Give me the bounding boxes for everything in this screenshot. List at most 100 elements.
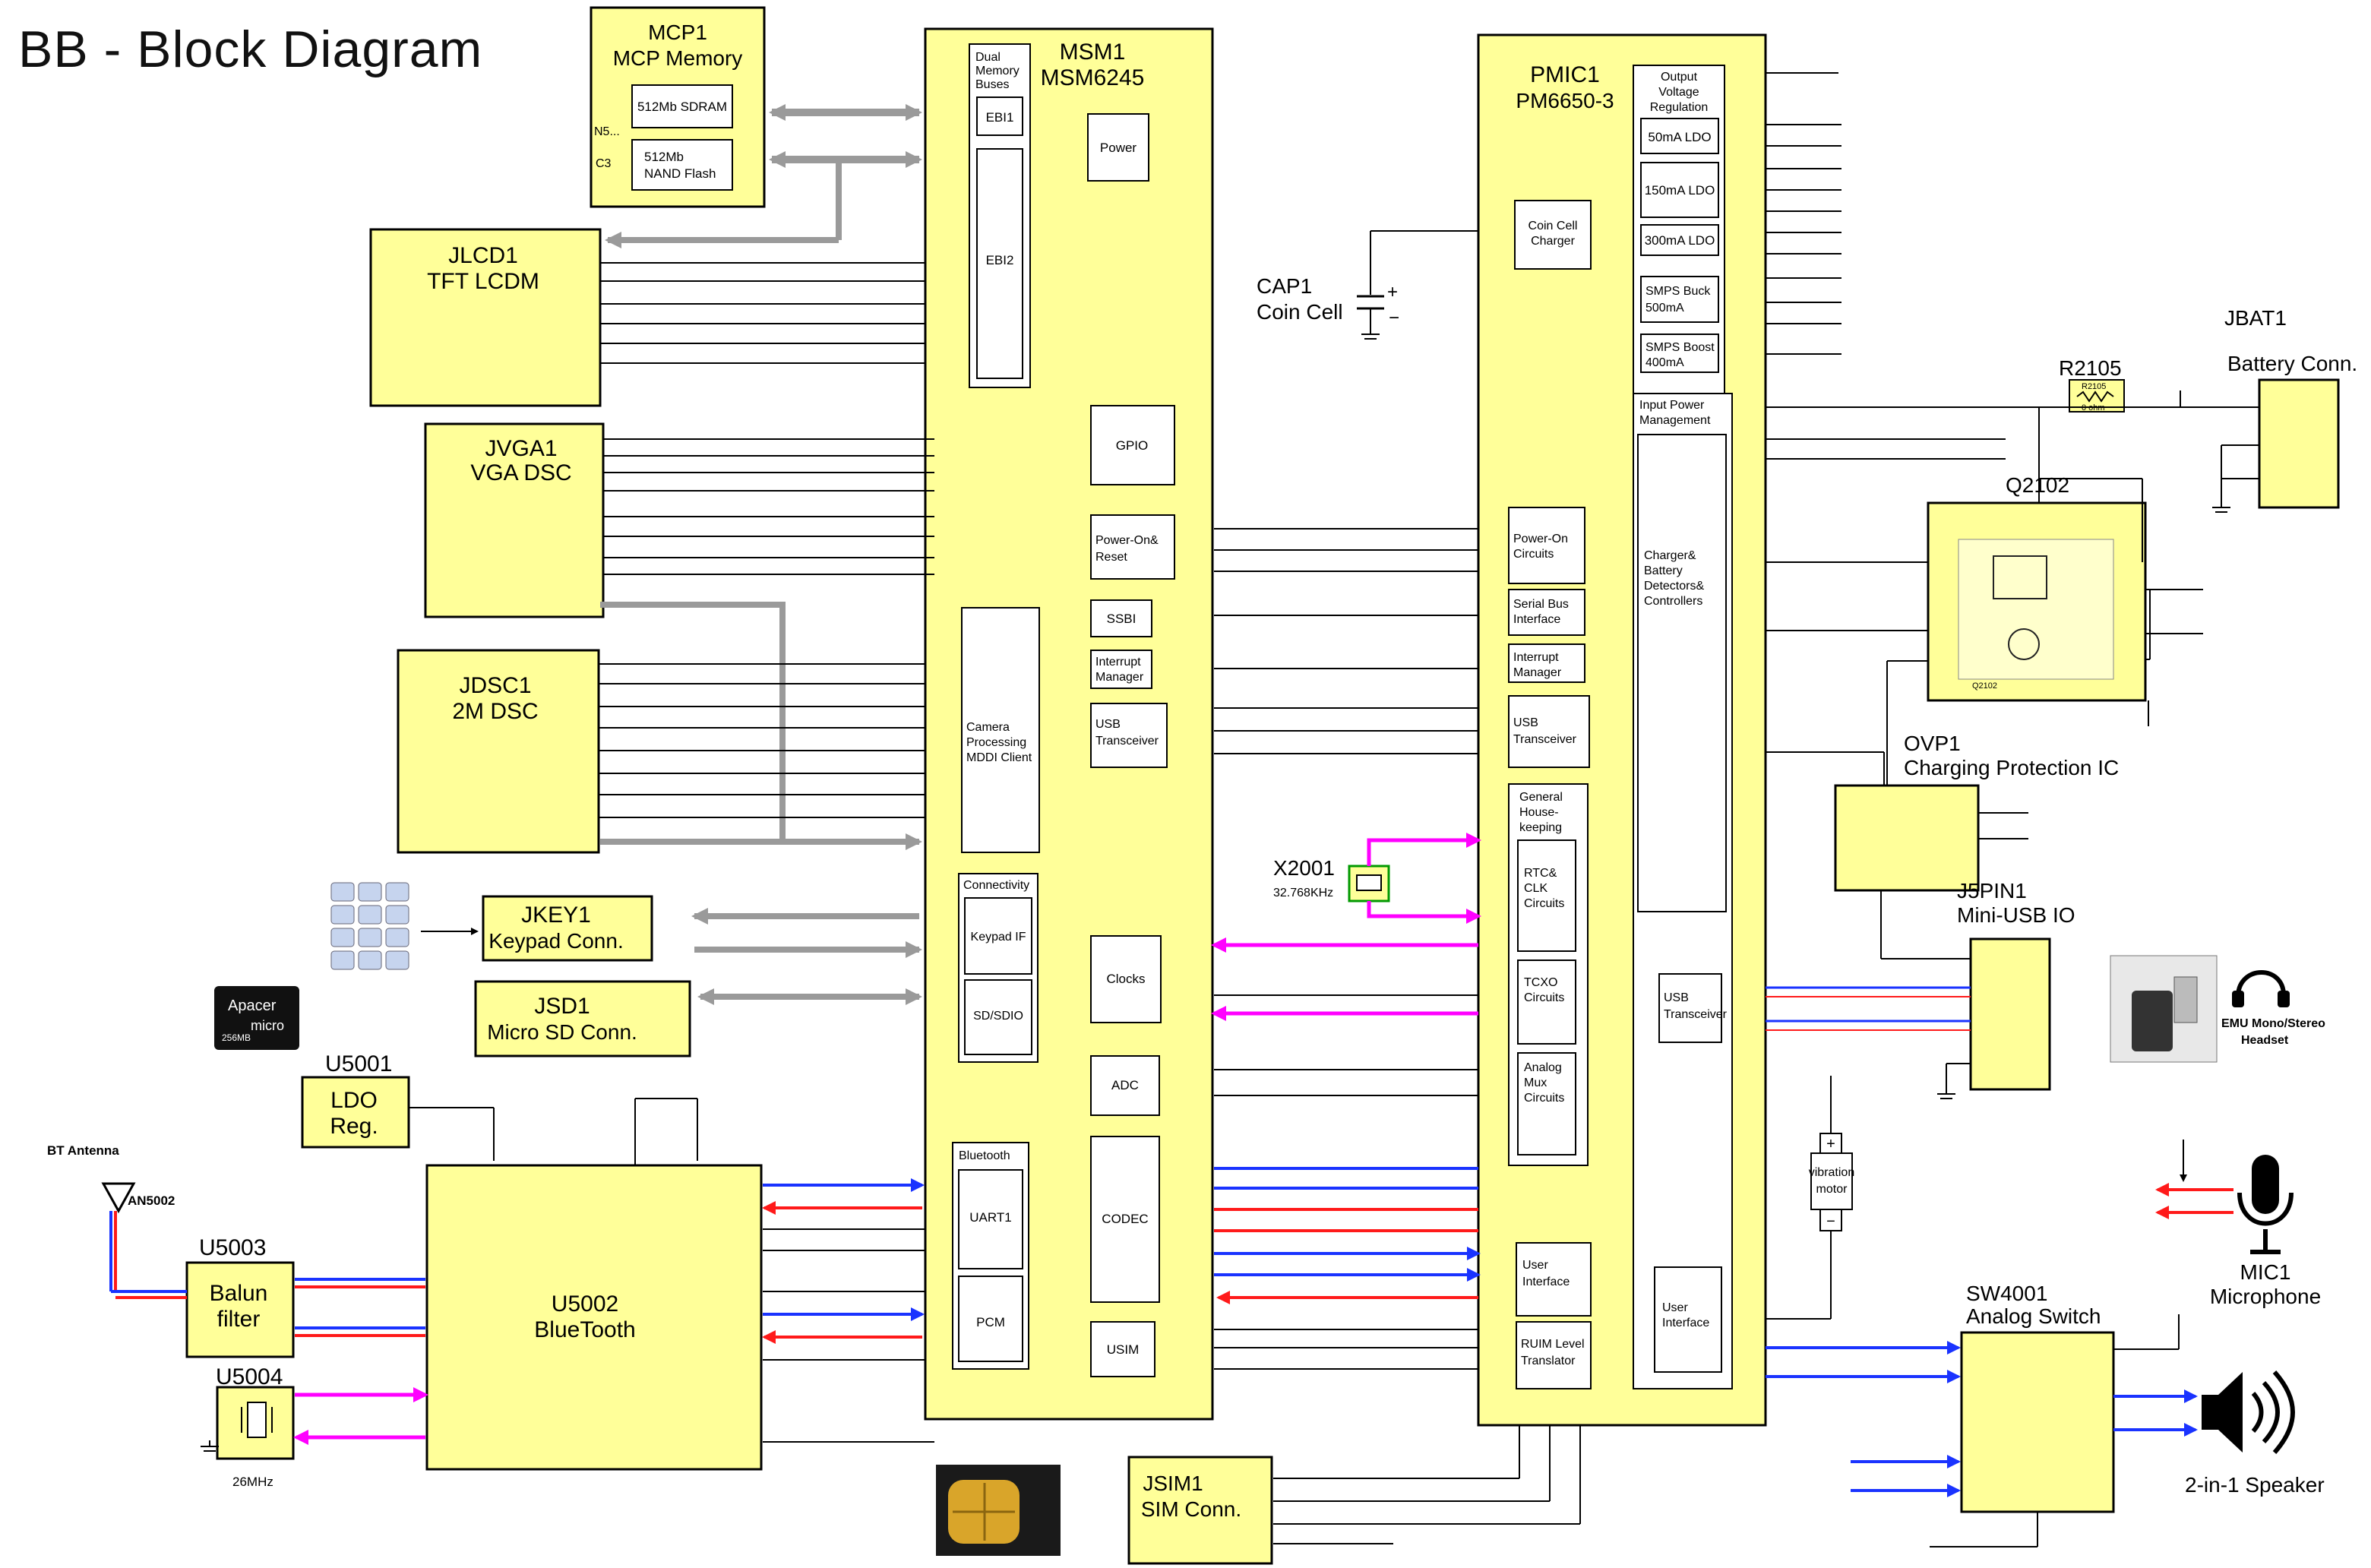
pmic1-ldo150: 150mA LDO — [1645, 183, 1715, 198]
jsd1-subtitle: Micro SD Conn. — [487, 1020, 637, 1044]
msm1-keypad-if: Keypad IF — [971, 931, 1026, 944]
jlcd1-title: JLCD1 — [448, 243, 518, 268]
pmic1-smpsbuck-1: SMPS Buck — [1645, 285, 1711, 298]
msm1-power: Power — [1100, 141, 1137, 155]
msm1-usbt-1: USB — [1095, 718, 1121, 731]
msm1-cam-2: Processing — [966, 736, 1026, 749]
msm1-cam-1: Camera — [966, 721, 1010, 734]
x2001-crystal: X2001 32.768KHz — [1273, 856, 1390, 903]
jkey1-block: JKEY1 Keypad Conn. — [482, 895, 653, 962]
pmic1-subtitle: PM6650-3 — [1516, 89, 1614, 112]
msm1-sdsdio: SD/SDIO — [973, 1010, 1023, 1023]
speaker-label: 2-in-1 Speaker — [2185, 1473, 2325, 1497]
pmic1-chg-2: Battery — [1644, 564, 1683, 577]
pmic1-rtc-2: CLK — [1524, 882, 1547, 895]
pmic1-gh-2: House- — [1519, 806, 1559, 819]
pmic1-coin-1: Coin Cell — [1529, 220, 1578, 232]
ovp1-subtitle: Charging Protection IC — [1904, 756, 2119, 779]
svg-text:+: + — [1387, 282, 1398, 302]
jbat1-subtitle: Battery Conn. — [2227, 352, 2357, 375]
pmic1-ui-1: User — [1522, 1259, 1548, 1272]
pmic1-ovr-3: Regulation — [1650, 101, 1709, 114]
svg-text:+: + — [1826, 1136, 1835, 1152]
speaker-icon: 2-in-1 Speaker — [2185, 1370, 2325, 1497]
sw4001-title: SW4001 — [1966, 1282, 2047, 1305]
mcp1-pin-c3: C3 — [596, 157, 612, 170]
msm1-pcm: PCM — [976, 1315, 1005, 1329]
jsim1-block: JSIM1 SIM Conn. — [1127, 1456, 1273, 1565]
msm1-connectivity: Connectivity — [963, 879, 1029, 892]
ground-symbols — [201, 501, 2230, 1452]
mcp1-block: MCP1 MCP Memory 512Mb SDRAM 512Mb NAND F… — [590, 6, 766, 208]
pmic1-uir-1: User — [1662, 1301, 1688, 1314]
u5003-block: U5003 Balun filter — [185, 1235, 295, 1358]
msm1-usim: USIM — [1107, 1342, 1140, 1357]
pmic1-am-3: Circuits — [1524, 1092, 1564, 1105]
mic1-subtitle: Microphone — [2210, 1285, 2321, 1308]
pmic1-ruim-2: Translator — [1521, 1355, 1576, 1367]
pmic1-usbt-2: Transceiver — [1664, 1008, 1728, 1021]
pmic1-uir-2: Interface — [1662, 1317, 1709, 1329]
q2102-part: Q2102 — [1972, 681, 1997, 691]
jlcd1-block: JLCD1 TFT LCDM — [369, 228, 602, 407]
ovp1-title: OVP1 — [1904, 732, 1961, 755]
jsd1-block: JSD1 Micro SD Conn. — [474, 980, 691, 1057]
sw4001-subtitle: Analog Switch — [1966, 1304, 2101, 1328]
u5003-l2: filter — [217, 1307, 261, 1332]
pmic1-coin-2: Charger — [1531, 235, 1575, 248]
bt-antenna-label: BT Antenna — [47, 1143, 119, 1158]
msm1-gpio: GPIO — [1116, 438, 1149, 453]
msm1-codec: CODEC — [1102, 1212, 1148, 1226]
pmic1-ldo300: 300mA LDO — [1645, 233, 1715, 248]
bt-antenna-ref: AN5002 — [128, 1193, 175, 1208]
pmic1-ovr-2: Voltage — [1658, 86, 1699, 99]
pmic1-ipm-2: Management — [1639, 414, 1711, 427]
microsd-card-icon: Apacer micro 256MB — [214, 986, 299, 1050]
u5001-l1: LDO — [330, 1088, 378, 1113]
jvga1-title: JVGA1 — [485, 436, 557, 461]
vib-label-1: vibration — [1809, 1166, 1854, 1179]
msm1-poweron-1: Power-On& — [1095, 534, 1159, 547]
ovp1-block: OVP1 Charging Protection IC — [1834, 732, 2119, 892]
msm1-intmgr-2: Manager — [1095, 671, 1144, 684]
pmic1-usb-1: USB — [1513, 716, 1538, 729]
pmic1-rtc-1: RTC& — [1524, 867, 1557, 880]
pmic1-ipm-1: Input Power — [1639, 399, 1705, 412]
sw4001-block: SW4001 Analog Switch — [1960, 1282, 2115, 1513]
pmic1-chg-3: Detectors& — [1644, 580, 1704, 593]
vibration-motor: + vibration motor − — [1809, 1076, 1854, 1231]
j5pin1-subtitle: Mini-USB IO — [1957, 903, 2075, 927]
pmic1-poc-1: Power-On — [1513, 533, 1568, 545]
j5pin1-block: J5PIN1 Mini-USB IO — [1957, 879, 2075, 1091]
pmic1-smpsboost-2: 400mA — [1645, 356, 1684, 369]
msm1-ebi2: EBI2 — [986, 253, 1014, 267]
jdsc1-title: JDSC1 — [459, 673, 531, 698]
u5001-block: U5001 LDO Reg. — [301, 1051, 410, 1149]
msm1-ssbi: SSBI — [1107, 612, 1136, 626]
msm1-ebi1: EBI1 — [986, 110, 1014, 125]
mcp1-nand2: NAND Flash — [644, 166, 716, 181]
mcp1-nand1: 512Mb — [644, 150, 684, 164]
msm1-subtitle: MSM6245 — [1041, 65, 1145, 90]
sd-cap: 256MB — [222, 1032, 251, 1043]
pmic1-block: PMIC1 PM6650-3 Output Voltage Regulation… — [1477, 33, 1767, 1427]
msm1-dualmem-2: Memory — [975, 65, 1020, 77]
u5004-title: U5004 — [216, 1364, 283, 1389]
pmic1-im-1: Interrupt — [1513, 651, 1559, 664]
pmic1-gh-3: keeping — [1519, 821, 1562, 834]
pmic1-smpsbuck-2: 500mA — [1645, 302, 1684, 315]
pmic1-am-1: Analog — [1524, 1061, 1562, 1074]
x2001-freq: 32.768KHz — [1273, 887, 1333, 899]
u5004-freq: 26MHz — [232, 1475, 273, 1489]
mcp1-pin-n5: N5... — [594, 125, 620, 138]
pmic1-usbt-1: USB — [1664, 991, 1689, 1004]
sd-brand: Apacer — [228, 997, 277, 1014]
pmic1-usb-2: Transceiver — [1513, 733, 1577, 746]
headset-label-2: Headset — [2241, 1034, 2289, 1047]
r2105-title: R2105 — [2059, 356, 2122, 380]
jsim1-subtitle: SIM Conn. — [1141, 1497, 1241, 1521]
pmic1-tcxo-2: Circuits — [1524, 991, 1564, 1004]
pmic1-am-2: Mux — [1524, 1076, 1547, 1089]
msm1-dualmem-3: Buses — [975, 78, 1009, 91]
pmic1-rtc-3: Circuits — [1524, 897, 1564, 910]
